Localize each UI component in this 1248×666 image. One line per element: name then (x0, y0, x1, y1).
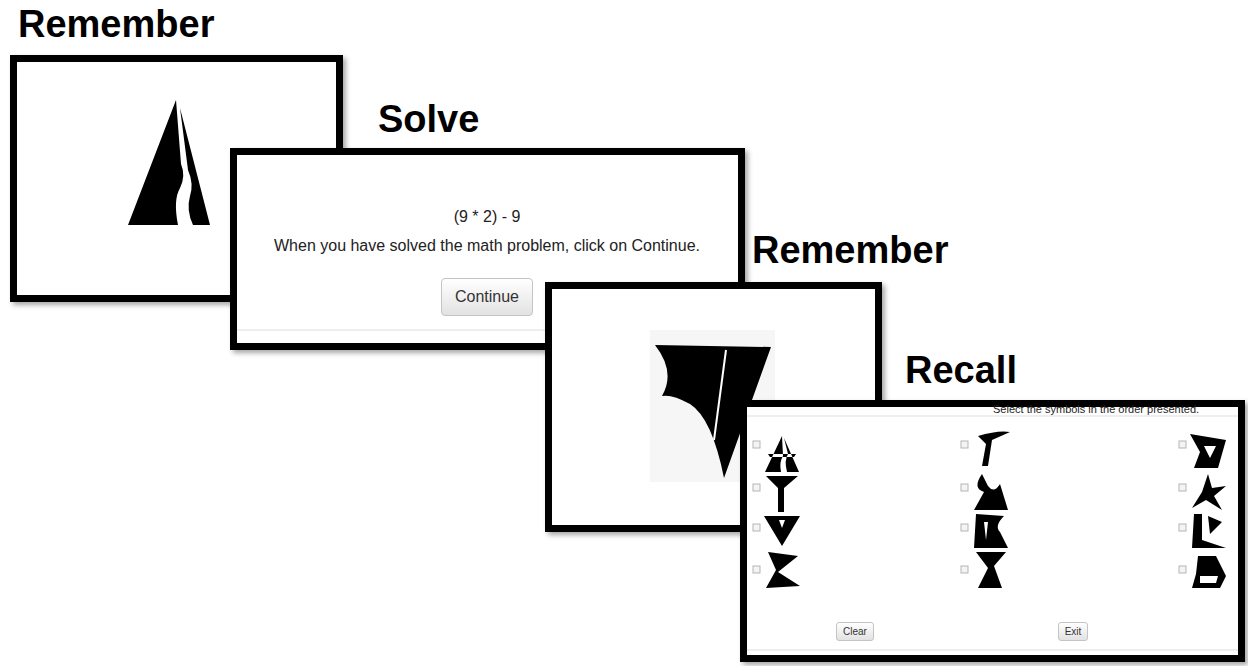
instruction-text: Select the symbols in the order presente… (993, 403, 1199, 416)
button-label: Clear (843, 626, 867, 637)
screen-heading: Remember (18, 3, 214, 47)
clear-button: Clear (836, 622, 874, 641)
math-problem: (9 * 2) - 9 (454, 207, 521, 226)
exit-button: Exit (1058, 622, 1089, 641)
screen-heading: Solve (378, 98, 479, 142)
button-label: Continue (455, 288, 519, 306)
screen-heading: Recall (905, 349, 1017, 393)
continue-button: Continue (441, 278, 533, 316)
instruction-text: When you have solved the math problem, c… (274, 236, 700, 255)
screen-panel: RecallSelect the symbols in the order pr… (740, 400, 1245, 662)
screen-heading: Remember (752, 229, 948, 273)
button-label: Exit (1065, 626, 1082, 637)
